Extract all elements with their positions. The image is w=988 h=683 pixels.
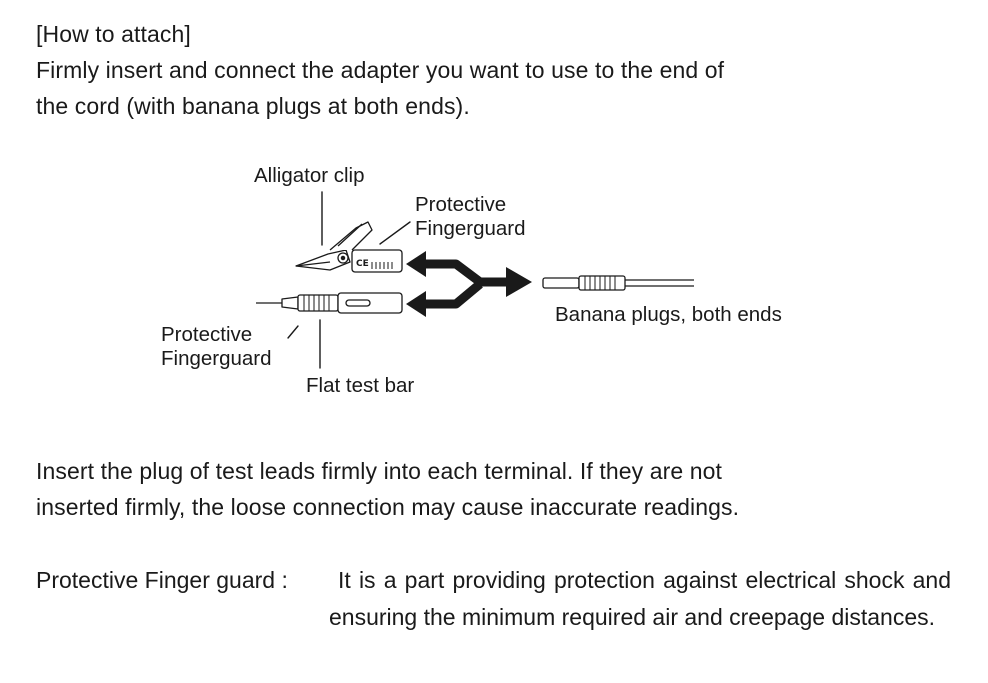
adapter-illustration: CE [256, 191, 694, 369]
leader-bottom-guard [287, 325, 299, 339]
label-bottom-fingerguard: Protective Fingerguard [161, 323, 272, 371]
arrowhead-to-banana [506, 267, 532, 297]
insert-note: Insert the plug of test leads firmly int… [36, 453, 936, 525]
definition-term: Protective Finger guard : [36, 567, 288, 593]
label-bottom-fingerguard-line-1: Protective [161, 323, 253, 346]
intro-line-2: the cord (with banana plugs at both ends… [36, 93, 470, 119]
insert-note-line-1: Insert the plug of test leads firmly int… [36, 458, 723, 484]
arrowhead-to-bar [406, 291, 426, 317]
label-top-fingerguard-line-2: Fingerguard [415, 217, 526, 240]
alligator-clip [295, 221, 403, 273]
definition-block: Protective Finger guard : It is a part p… [36, 562, 951, 636]
insert-note-line-2: inserted firmly, the loose connection ma… [36, 494, 740, 520]
label-top-fingerguard-line-1: Protective [415, 193, 507, 216]
intro-line-1: Firmly insert and connect the adapter yo… [36, 57, 725, 83]
label-bottom-fingerguard-line-2: Fingerguard [161, 347, 272, 370]
arrowhead-to-clip [406, 251, 426, 277]
intro-section: [How to attach] Firmly insert and connec… [36, 16, 936, 124]
label-alligator-clip: Alligator clip [254, 164, 365, 187]
flat-test-bar [256, 292, 403, 314]
merge-arrows [406, 251, 532, 317]
leader-top-guard [379, 221, 411, 245]
definition-description: It is a part providing protection agains… [329, 567, 951, 630]
label-flat-test-bar: Flat test bar [306, 374, 415, 397]
banana-plug-cord [542, 275, 694, 291]
label-top-fingerguard: Protective Fingerguard [415, 193, 526, 241]
label-banana-plugs: Banana plugs, both ends [555, 303, 782, 326]
section-heading: [How to attach] [36, 21, 191, 47]
ce-mark: CE [356, 259, 369, 269]
